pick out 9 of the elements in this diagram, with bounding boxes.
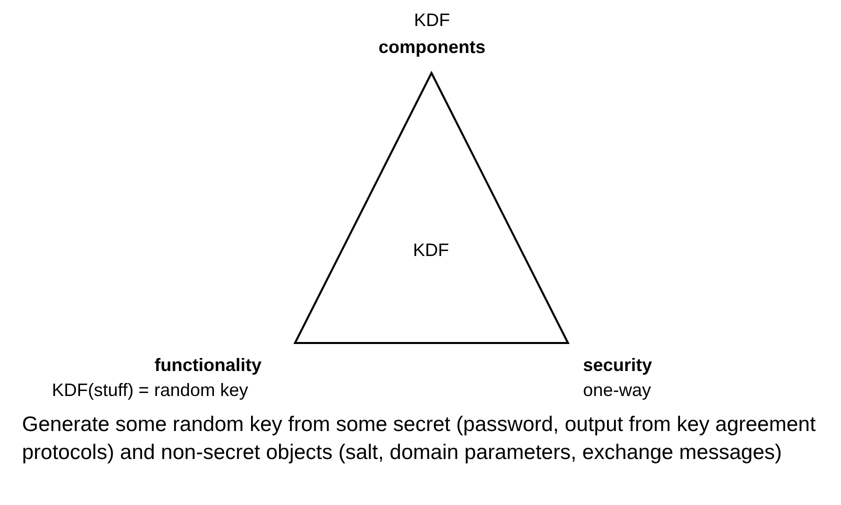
heading-label: functionality xyxy=(154,354,262,376)
heading-label: components xyxy=(378,36,486,58)
text-label: one-way xyxy=(583,379,652,401)
heading-label: security xyxy=(583,354,652,376)
triangle-shape xyxy=(295,73,568,343)
node-label: KDF xyxy=(413,239,449,261)
caption: Generate some random key from some secret (password, output from key agreement protocols) and non-secret objects (salt, domain parameters, exchange messages) xyxy=(22,412,817,466)
text-label: KDF xyxy=(414,9,450,31)
text-label: KDF(stuff) = random key xyxy=(52,379,248,401)
